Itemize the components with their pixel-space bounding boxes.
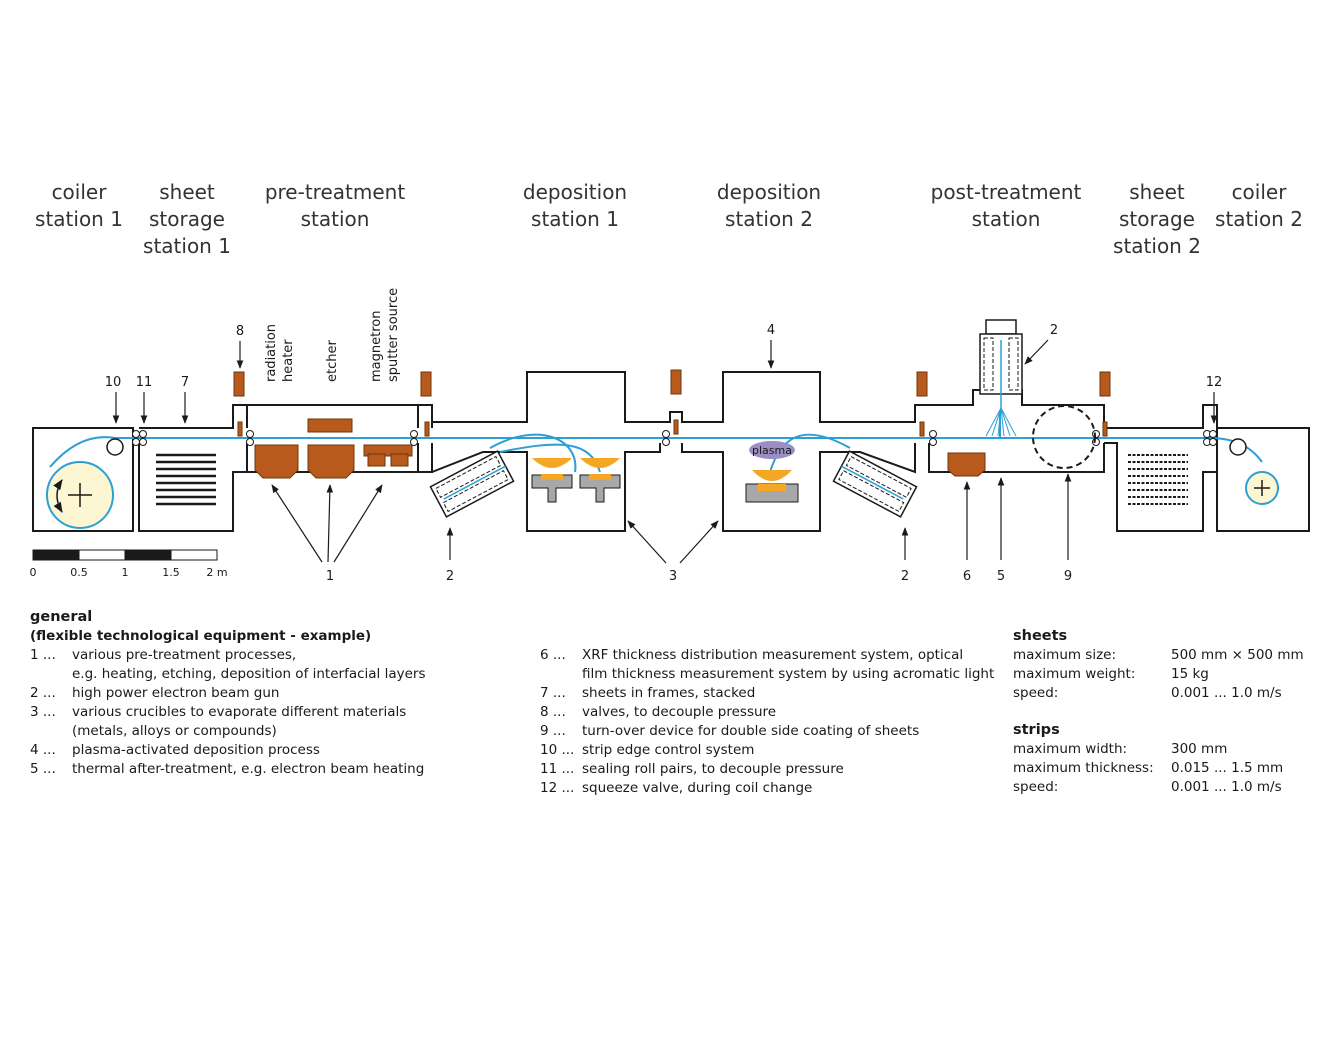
chamber-outline [32, 371, 1310, 532]
electron-beam-gun-right [832, 450, 918, 518]
legend-subheading: (flexible technological equipment - exam… [30, 628, 372, 644]
spec-row: maximum thickness:0.015 ... 1.5 mm [1013, 760, 1284, 776]
callout-2-left: 2 [446, 569, 454, 584]
callout-6: 6 [963, 569, 971, 584]
legend-item: 8 ...valves, to decouple pressure [540, 704, 777, 720]
sheet-stack-1 [156, 453, 216, 506]
scale-label-0-5: 0.5 [70, 566, 88, 579]
legend-general: general (flexible technological equipmen… [30, 608, 530, 779]
legend-equipment: 6 ...XRF thickness distribution measurem… [540, 646, 1000, 798]
strips-heading: strips [1013, 722, 1060, 738]
legend-item: 2 ...high power electron beam gun [30, 685, 280, 701]
legend-item: 3 ...various crucibles to evaporate diff… [30, 704, 407, 739]
crucibles-station-1 [531, 458, 621, 503]
callout-3: 3 [669, 569, 677, 584]
callout-2-right: 2 [901, 569, 909, 584]
spec-row: maximum width:300 mm [1013, 741, 1228, 757]
plasma-label: plasma [752, 444, 792, 457]
scale-label-2m: 2 m [206, 566, 227, 579]
legend-heading: general [30, 609, 93, 625]
callout-7: 7 [181, 375, 189, 390]
valves [233, 369, 1111, 437]
roll-pairs [132, 430, 1217, 446]
spec-row: speed:0.001 ... 1.0 m/s [1013, 685, 1282, 701]
legend-item: 6 ...XRF thickness distribution measurem… [540, 647, 995, 682]
legend-item: 1 ...various pre-treatment processes,e.g… [30, 647, 426, 682]
spec-row: maximum weight:15 kg [1013, 666, 1209, 682]
callout-2-top: 2 [1050, 323, 1058, 338]
spec-row: speed:0.001 ... 1.0 m/s [1013, 779, 1282, 795]
specs-panel: sheets maximum size:500 mm × 500 mm maxi… [1013, 627, 1313, 797]
coil-2 [1229, 438, 1279, 505]
callout-1: 1 [326, 569, 334, 584]
legend-item: 12 ...squeeze valve, during coil change [540, 780, 813, 796]
electron-beam-gun-left [429, 450, 515, 518]
scale-label-0: 0 [30, 566, 37, 579]
legend-item: 9 ...turn-over device for double side co… [540, 723, 920, 739]
label-etcher: etcher [325, 340, 340, 382]
electron-beam-gun-top [979, 319, 1023, 437]
callouts [112, 339, 1218, 564]
callout-12: 12 [1206, 375, 1223, 390]
callout-9: 9 [1064, 569, 1072, 584]
pretreatment-components [254, 418, 413, 479]
turn-over-device [1032, 405, 1096, 469]
scale-label-1-5: 1.5 [162, 566, 180, 579]
scale-label-1: 1 [122, 566, 129, 579]
legend-item: 10 ...strip edge control system [540, 742, 755, 758]
legend-item: 4 ...plasma-activated deposition process [30, 742, 320, 758]
sheets-heading: sheets [1013, 628, 1068, 644]
callout-8: 8 [236, 324, 244, 339]
legend-item: 5 ...thermal after-treatment, e.g. elect… [30, 761, 425, 777]
spec-row: maximum size:500 mm × 500 mm [1013, 647, 1304, 663]
xrf-measurement-box [947, 452, 986, 477]
legend-item: 11 ...sealing roll pairs, to decouple pr… [540, 761, 844, 777]
callout-11: 11 [136, 375, 153, 390]
sheet-stack-2 [1128, 454, 1188, 505]
plasma-station-2: plasma [745, 441, 799, 503]
coil-1 [46, 438, 124, 529]
callout-numbers: 10 11 7 8 4 2 12 1 2 3 2 6 5 9 [105, 323, 1223, 584]
callout-5: 5 [997, 569, 1005, 584]
callout-4: 4 [767, 323, 775, 338]
callout-10: 10 [105, 375, 122, 390]
scale-bar: 0 0.5 1 1.5 2 m [30, 549, 228, 579]
legend-item: 7 ...sheets in frames, stacked [540, 685, 756, 701]
